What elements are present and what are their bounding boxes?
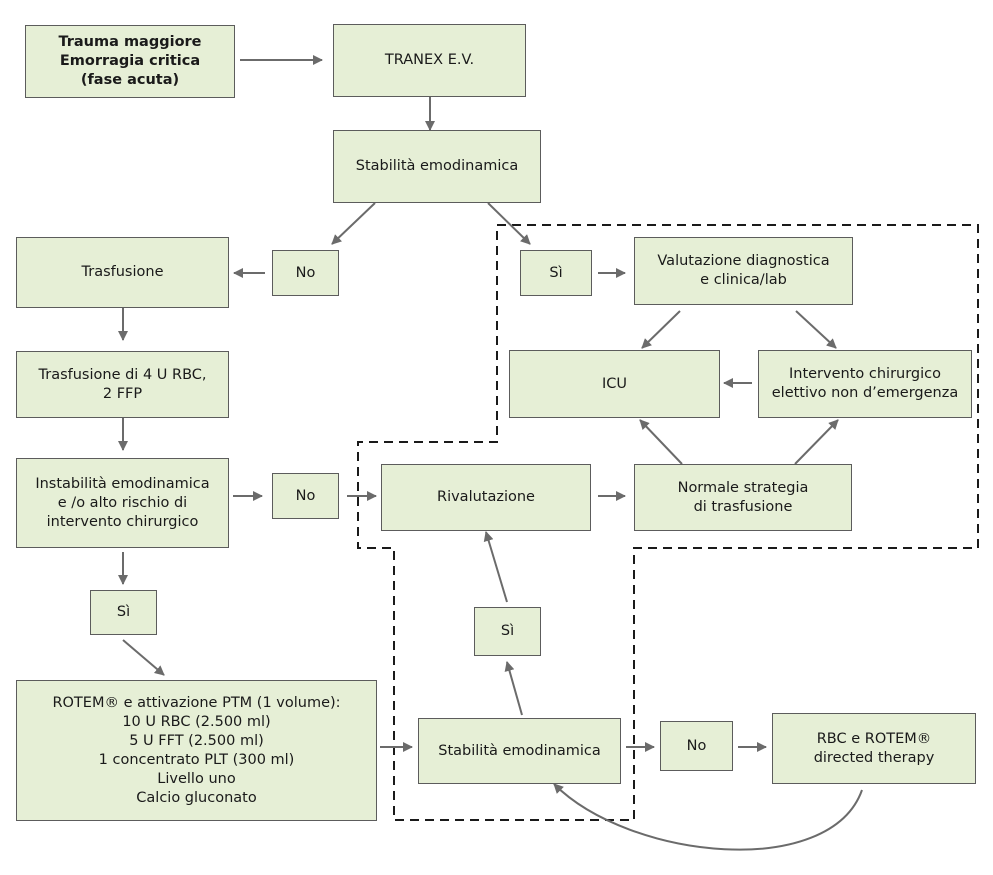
arrow-normale-to-intervento xyxy=(794,419,839,465)
node-si-3: Sì xyxy=(90,590,157,635)
arrow-stab1-to-si1 xyxy=(487,202,531,245)
node-icu: ICU xyxy=(509,350,720,418)
node-no-2: No xyxy=(272,473,339,519)
node-trasfusione-4u: Trasfusione di 4 U RBC, 2 FFP xyxy=(16,351,229,418)
node-valutazione-diagnostica: Valutazione diagnostica e clinica/lab xyxy=(634,237,853,305)
node-instabilita-emodinamica: Instabilità emodinamica e /o alto rischi… xyxy=(16,458,229,548)
arrow-stab1-to-no1 xyxy=(331,202,376,245)
arrow-valutazione-to-icu xyxy=(641,310,681,349)
arrow-rbc-to-stab2-curve xyxy=(553,783,863,851)
arrow-si2-to-rivalutazione xyxy=(483,531,508,603)
node-normale-strategia: Normale strategia di trasfusione xyxy=(634,464,852,531)
node-intervento-chirurgico: Intervento chirurgico elettivo non d’eme… xyxy=(758,350,972,418)
arrow-si3-to-rotem xyxy=(122,639,165,676)
arrow-valutazione-to-intervento xyxy=(795,310,837,349)
node-trasfusione: Trasfusione xyxy=(16,237,229,308)
dashed-region-outline xyxy=(357,224,979,821)
arrow-normale-to-icu xyxy=(639,419,683,465)
node-rbc-rotem-therapy: RBC e ROTEM® directed therapy xyxy=(772,713,976,784)
node-si-2: Sì xyxy=(474,607,541,656)
node-rotem-attivazione-ptm: ROTEM® e attivazione PTM (1 volume): 10 … xyxy=(16,680,377,821)
node-rivalutazione: Rivalutazione xyxy=(381,464,591,531)
node-si-1: Sì xyxy=(520,250,592,296)
node-stabilita-emodinamica-2: Stabilità emodinamica xyxy=(418,718,621,784)
node-tranex: TRANEX E.V. xyxy=(333,24,526,97)
node-no-1: No xyxy=(272,250,339,296)
node-no-3: No xyxy=(660,721,733,771)
node-stabilita-emodinamica-1: Stabilità emodinamica xyxy=(333,130,541,203)
arrow-stab2-to-si2 xyxy=(504,661,523,716)
node-trauma-maggiore: Trauma maggiore Emorragia critica (fase … xyxy=(25,25,235,98)
